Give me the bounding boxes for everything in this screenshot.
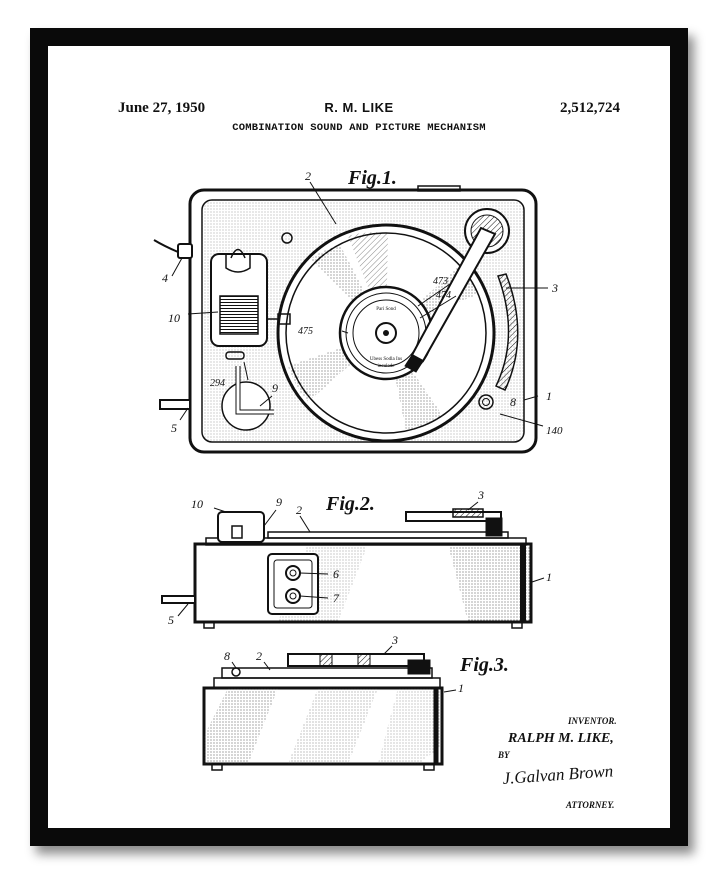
ref-1-fig3: 1 bbox=[458, 681, 464, 695]
picture-frame: June 27, 1950 R. M. LIKE 2,512,724 COMBI… bbox=[30, 28, 688, 846]
record-label-line-2: Ubess Sodla Ins bbox=[370, 357, 402, 362]
record-label-line-3: inculade bbox=[378, 364, 396, 369]
ref-3: 3 bbox=[551, 281, 558, 295]
ref-3-fig2: 3 bbox=[477, 488, 484, 502]
patent-drawing: Fig.1. Pari Sond Ube bbox=[153, 167, 617, 810]
patent-inventor-header: R. M. LIKE bbox=[324, 100, 394, 115]
patent-number: 2,512,724 bbox=[560, 100, 620, 116]
patent-title: COMBINATION SOUND AND PICTURE MECHANISM bbox=[232, 122, 486, 134]
ref-8-fig3: 8 bbox=[224, 649, 230, 663]
ref-8: 8 bbox=[510, 395, 516, 409]
ref-6: 6 bbox=[333, 567, 339, 581]
ref-2: 2 bbox=[305, 169, 311, 183]
ref-5-fig2: 5 bbox=[168, 613, 174, 627]
ref-9: 9 bbox=[272, 381, 278, 395]
figure-3-numerals: 8 2 3 1 bbox=[224, 633, 464, 695]
ref-140: 140 bbox=[546, 425, 563, 437]
by-caption: BY bbox=[497, 750, 511, 760]
ref-5: 5 bbox=[171, 421, 177, 435]
patent-date: June 27, 1950 bbox=[118, 100, 206, 116]
figure-1-label: Fig.1. bbox=[347, 167, 397, 189]
ref-4: 4 bbox=[162, 271, 168, 285]
figure-2-label: Fig.2. bbox=[325, 493, 375, 515]
ref-474: 474 bbox=[436, 290, 451, 301]
record-label-line-1: Pari Sond bbox=[376, 307, 396, 312]
attorney-caption: ATTORNEY. bbox=[565, 800, 614, 810]
signature-inventor-name: RALPH M. LIKE, bbox=[507, 731, 614, 746]
inventor-caption: INVENTOR. bbox=[567, 716, 617, 726]
ref-1-fig2: 1 bbox=[546, 570, 552, 584]
figure-1-top-view: Fig.1. Pari Sond Ube bbox=[153, 167, 548, 454]
attorney-signature: J.Galvan Brown bbox=[502, 761, 614, 788]
ref-10: 10 bbox=[168, 311, 180, 325]
figure-2-front-view: Fig.2. bbox=[161, 493, 545, 629]
frame-mat: June 27, 1950 R. M. LIKE 2,512,724 COMBI… bbox=[48, 46, 670, 828]
ref-294: 294 bbox=[210, 378, 225, 389]
ref-475: 475 bbox=[298, 326, 313, 337]
ref-9-fig2: 9 bbox=[276, 495, 282, 509]
ref-10-fig2: 10 bbox=[191, 497, 203, 511]
ref-2-fig3: 2 bbox=[256, 649, 262, 663]
ref-2-fig2: 2 bbox=[296, 503, 302, 517]
ref-3-fig3: 3 bbox=[391, 633, 398, 647]
ref-1: 1 bbox=[546, 389, 552, 403]
figure-3-label: Fig.3. bbox=[459, 654, 509, 676]
ref-473: 473 bbox=[433, 276, 448, 287]
figure-1-numerals: 2 3 473 474 475 4 10 294 9 5 8 1 140 bbox=[162, 169, 563, 437]
figure-3-side-view: Fig.3. bbox=[202, 645, 509, 771]
signature-block: INVENTOR. RALPH M. LIKE, BY J.Galvan Bro… bbox=[497, 716, 617, 810]
figure-2-numerals: 10 9 2 3 6 7 1 5 bbox=[168, 488, 552, 627]
ref-7: 7 bbox=[333, 591, 340, 605]
